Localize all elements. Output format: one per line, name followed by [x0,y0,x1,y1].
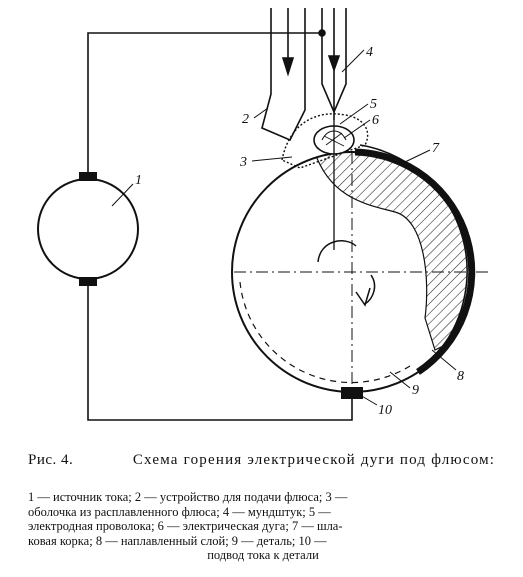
label-3: 3 [239,155,247,170]
arc-zone [281,113,369,250]
label-6: 6 [372,113,379,128]
label-2: 2 [242,112,249,127]
label-4: 4 [366,45,373,60]
label-7: 7 [432,141,440,156]
welding-diagram: 1 2 3 4 5 6 7 8 9 10 [37,8,490,421]
figure-title: Схема горения электрической дуги под флю… [132,452,496,468]
figure-number: Рис. 4. [28,452,74,468]
label-8: 8 [457,369,464,384]
leader-lines [111,49,457,406]
legend-line: электродная проволока; 6 — электрическая… [28,519,343,533]
label-5: 5 [370,97,377,112]
label-10: 10 [378,403,392,418]
flux-feeder [261,8,306,142]
circuit-wires [87,32,353,421]
legend-line: подвод тока к детали [207,548,319,562]
current-source [37,172,139,286]
figure-legend: 1 — источник тока; 2 — устройство для по… [28,490,498,563]
legend-line: оболочка из расплавленного флюса; 4 — му… [28,504,331,519]
legend-line: 1 — источник тока; 2 — устройство для по… [28,490,348,504]
detail-part [231,144,490,393]
label-1: 1 [135,173,142,188]
legend-line: ковая корка; 8 — наплавленный слой; 9 — … [28,533,327,548]
nozzle [318,8,347,120]
current-terminal [341,387,363,399]
label-9: 9 [412,383,419,398]
